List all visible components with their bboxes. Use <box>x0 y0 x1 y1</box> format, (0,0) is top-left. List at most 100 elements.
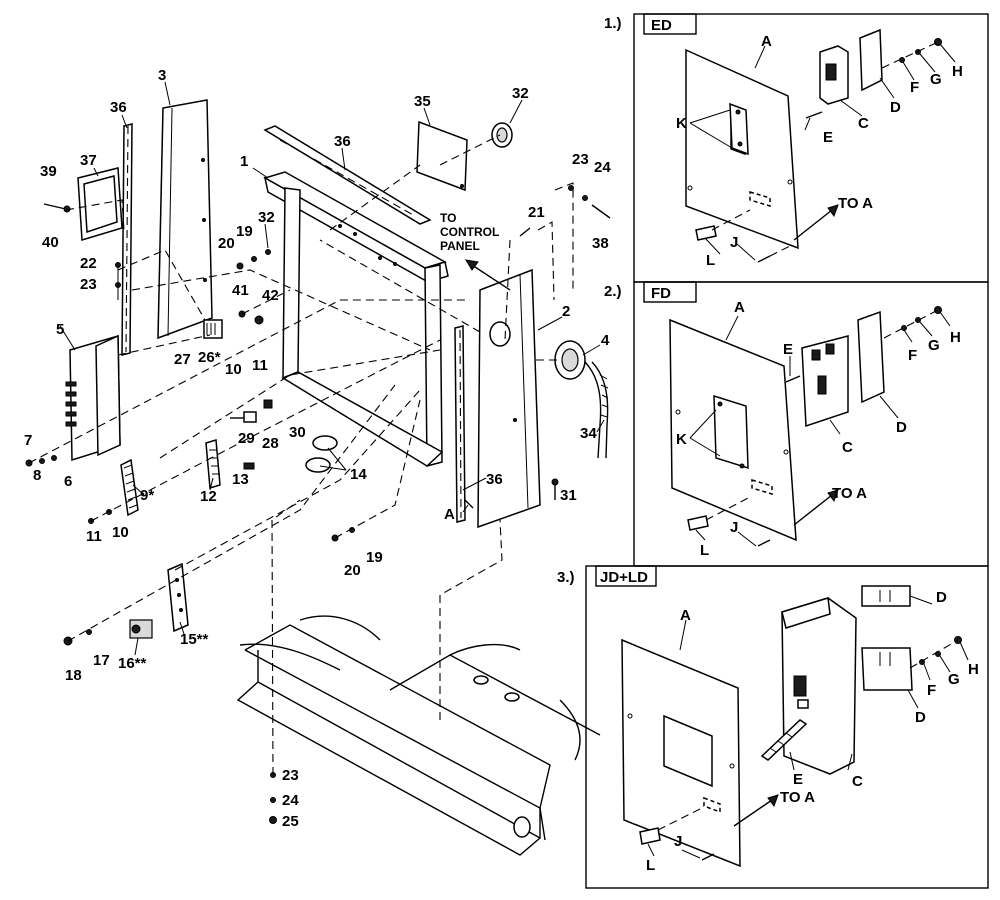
inset-ed-number: 1.) <box>604 15 622 32</box>
callout-35: 35 <box>414 93 431 110</box>
callout-34: 34 <box>580 425 597 442</box>
part-36-top-strip <box>263 125 432 225</box>
part-5-bracket <box>65 334 121 462</box>
callout-A: A <box>444 506 455 523</box>
inset-fd-label-g: G <box>928 337 940 354</box>
callout-leaders <box>59 81 605 656</box>
inset-jd-title: JD+LD <box>600 569 648 586</box>
inset-jd-label-l: L <box>646 857 655 874</box>
inset-fd-label-c: C <box>842 439 853 456</box>
callout-42: 42 <box>262 287 279 304</box>
callout-20: 20 <box>344 562 361 579</box>
callout-14: 14 <box>350 466 367 483</box>
callout-4: 4 <box>601 332 610 349</box>
part-9-terminal-strip <box>120 458 139 517</box>
inset-jd-label-f: F <box>927 682 936 699</box>
inset-jd-label-e: E <box>793 771 803 788</box>
callout-25: 25 <box>282 813 299 830</box>
callout-38: 38 <box>592 235 609 252</box>
note-to: TO <box>440 211 456 225</box>
inset-ed-title: ED <box>651 17 672 34</box>
callout-23: 23 <box>282 767 299 784</box>
inset-jd-label-h: H <box>968 661 979 678</box>
inset-fd-label-e: E <box>783 341 793 358</box>
inset-ed-title-box <box>643 13 697 35</box>
callout-30: 30 <box>289 424 306 441</box>
inset-ed-to-a: TO A <box>838 195 873 212</box>
callout-24: 24 <box>282 792 299 809</box>
callout-32: 32 <box>258 209 275 226</box>
callout-32: 32 <box>512 85 529 102</box>
callout-40: 40 <box>42 234 59 251</box>
callout-21: 21 <box>528 204 545 221</box>
callout-36: 36 <box>110 99 127 116</box>
inset-ed-label-d: D <box>890 99 901 116</box>
callout-28: 28 <box>262 435 279 452</box>
inset-jd-number: 3.) <box>557 569 575 586</box>
callout-27: 27 <box>174 351 191 368</box>
callout-7: 7 <box>24 432 32 449</box>
inset-ed-label-f: F <box>910 79 919 96</box>
callout-11: 11 <box>86 528 102 545</box>
note-control: CONTROL <box>440 225 499 239</box>
inset-fd-label-d: D <box>896 419 907 436</box>
inset-jd-ld: JD+LD 3.) <box>557 565 989 889</box>
inset-jd-title-box <box>595 565 657 587</box>
callout-labels: 3 36 39 37 40 22 23 1 36 35 32 20 19 32 … <box>24 67 611 830</box>
callout-1: 1 <box>240 153 248 170</box>
inset-jd-label-a: A <box>680 607 691 624</box>
inset-jd-label-j: J <box>674 833 682 850</box>
inset-fd-number: 2.) <box>604 283 622 300</box>
callout-12: 12 <box>200 488 217 505</box>
part-13-clip <box>243 462 255 470</box>
part-14-fuse-holders <box>305 435 338 473</box>
callout-31: 31 <box>560 487 577 504</box>
inset-fd-to-a: TO A <box>832 485 867 502</box>
callout-23: 23 <box>572 151 589 168</box>
callout-41: 41 <box>232 282 249 299</box>
part-4-cable-gland <box>554 340 609 459</box>
inset-fd-label-j: J <box>730 519 738 536</box>
callout-13: 13 <box>232 471 249 488</box>
inset-fd-label-f: F <box>908 347 917 364</box>
inset-fd-label-l: L <box>700 542 709 559</box>
part-36-right-strip <box>454 325 466 523</box>
callout-16: 16** <box>118 655 147 672</box>
inset-jd-frame <box>585 565 989 889</box>
callout-29: 29 <box>238 430 255 447</box>
part-3-side-panel <box>157 99 213 340</box>
inset-fd-title-box <box>643 281 697 303</box>
callout-2: 2 <box>562 303 570 320</box>
callout-17: 17 <box>93 652 110 669</box>
inset-ed-label-h: H <box>952 63 963 80</box>
inset-ed-label-l: L <box>706 252 715 269</box>
inset-jd-to-a: TO A <box>780 789 815 806</box>
part-37-module <box>43 167 123 241</box>
inset-fd: FD 2.) A K C D E F <box>604 281 989 567</box>
callout-37: 37 <box>80 152 97 169</box>
part-36-left-strip <box>121 123 133 356</box>
callout-10: 10 <box>225 361 242 378</box>
inset-fd-label-a: A <box>734 299 745 316</box>
part-28-30-components <box>230 399 273 423</box>
callout-3: 3 <box>158 67 166 84</box>
main-exploded-view: 3 36 39 37 40 22 23 1 36 35 32 20 19 32 … <box>24 67 611 856</box>
callout-9: 9* <box>140 487 154 504</box>
callout-5: 5 <box>56 321 64 338</box>
inset-fd-title: FD <box>651 285 671 302</box>
note-panel: PANEL <box>440 239 480 253</box>
callout-10: 10 <box>112 524 129 541</box>
callout-39: 39 <box>40 163 57 180</box>
base-frame-rail <box>236 615 601 856</box>
inset-jd-label-d-top: D <box>936 589 947 606</box>
callout-36: 36 <box>486 471 503 488</box>
callout-18: 18 <box>65 667 82 684</box>
inset-ed-label-a: A <box>761 33 772 50</box>
callout-22: 22 <box>80 255 97 272</box>
callout-20: 20 <box>218 235 235 252</box>
inset-ed: ED 1.) <box>604 13 989 283</box>
inset-ed-label-g: G <box>930 71 942 88</box>
callout-26: 26* <box>198 349 221 366</box>
part-12-strip <box>205 439 221 489</box>
callout-36: 36 <box>334 133 351 150</box>
